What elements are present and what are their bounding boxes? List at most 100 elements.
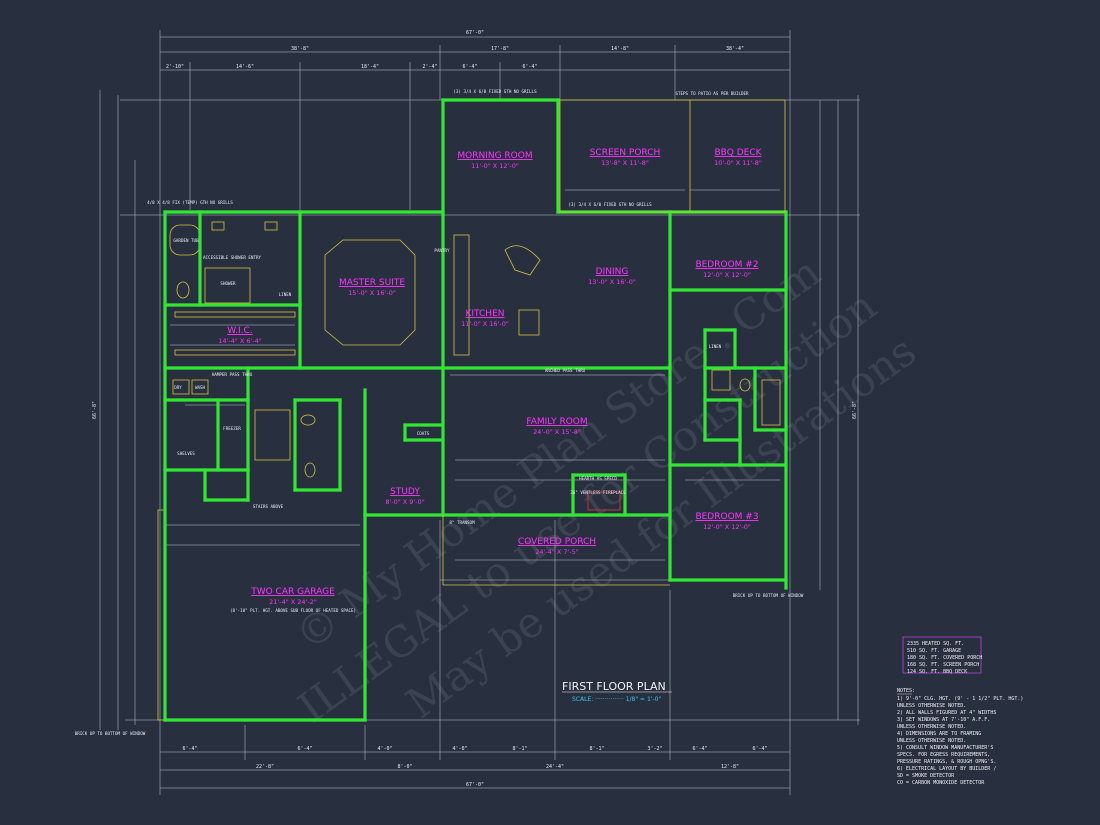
room-size-screen-porch: 13'-8" X 11'-8"	[601, 159, 649, 167]
dim-top-2a: 38'-8"	[291, 46, 309, 52]
tray-ceiling-outline	[324, 239, 416, 346]
label-transom: 8" TRANSOM	[449, 520, 475, 525]
half-bath-sink-icon	[300, 414, 316, 426]
room-name-kitchen: KITCHEN	[466, 309, 505, 319]
label-coats: COATS	[417, 431, 430, 436]
shower-icon	[204, 267, 251, 304]
room-name-dining: DINING	[596, 267, 629, 277]
label-brick-2: BRICK UP TO BOTTOM OF WINDOW	[733, 593, 804, 598]
note-line: UNLESS OTHERWISE NOTED.	[897, 724, 966, 730]
label-hamper: HAMPER PASS THRU	[212, 372, 253, 377]
room-size-bedroom2: 12'-0" X 12'-0"	[703, 271, 751, 279]
kitchen-island	[504, 245, 541, 276]
note-line: 6) ELECTRICAL LAYOUT BY BUILDER /	[897, 766, 996, 772]
dim-top-3b: 14'-6"	[236, 64, 254, 70]
dryer-icon	[172, 379, 190, 395]
label-shower: SHOWER	[220, 281, 236, 286]
room-name-wic: W.I.C.	[227, 326, 252, 336]
dim-bot-3c: 4'-0"	[377, 746, 392, 752]
dim-bot-3d: 4'-0"	[452, 746, 467, 752]
area-screen-porch: 168 SQ. FT. SCREEN PORCH	[907, 662, 979, 668]
label-accessible-shower: ACCESSIBLE SHOWER ENTRY	[203, 255, 261, 260]
room-size-bedroom3: 12'-0" X 12'-0"	[703, 523, 751, 531]
label-linen-2: LINEN	[709, 344, 722, 349]
note-line: CO = CARBON MONOXIDE DETECTOR	[897, 780, 985, 786]
notes-block: NOTES: 1) 9'-0" CLG. HGT. (9' - 1 1/2" P…	[897, 688, 1023, 786]
dim-top-2c: 14'-8"	[611, 46, 629, 52]
note-line: PRESSURE RATINGS, & ROUGH OPNG'S.	[897, 759, 996, 765]
room-size-garage: 21'-4" X 24'-2"	[269, 598, 317, 606]
note-line: UNLESS OTHERWISE NOTED.	[897, 738, 966, 744]
annotations: ACCESSIBLE SHOWER ENTRY SHOWER GARDEN TU…	[75, 89, 804, 736]
half-bath-toilet-icon	[304, 462, 316, 478]
note-line: SPECS. FOR EGRESS REQUIREMENTS,	[897, 752, 990, 758]
fireplace-icon	[587, 491, 621, 511]
plan-scale: SCALE: ··············· 1/8" = 1'-0"	[572, 696, 661, 703]
room-name-family: FAMILY ROOM	[526, 417, 587, 427]
room-size-kitchen: 11'-0" X 16'-0"	[461, 320, 509, 328]
room-name-covered-porch: COVERED PORCH	[518, 537, 596, 547]
toilet-icon	[176, 281, 190, 299]
area-table: 2335 HEATED SQ. FT. 510 SQ. FT. GARAGE 1…	[902, 636, 982, 675]
porch-outlines	[442, 99, 786, 586]
label-arched: ARCHED PASS THRU	[545, 368, 586, 373]
title-block: FIRST FLOOR PLAN SCALE: ··············· …	[562, 680, 672, 703]
room-size-family: 24'-0" X 15'-8"	[533, 428, 581, 436]
note-line: 1) 9'-0" CLG. HGT. (9' - 1 1/2" PLT. HGT…	[897, 696, 1023, 702]
room-size-study: 8'-0" X 9'-0"	[385, 498, 424, 506]
dim-top-3e: 6'-4"	[462, 64, 477, 70]
interior-guides	[165, 189, 780, 581]
bath2-tub-icon	[761, 379, 781, 426]
label-steps: STEPS TO PATIO AS PER BUILDER	[675, 91, 749, 96]
washer-icon	[191, 379, 209, 395]
room-name-study: STUDY	[390, 487, 420, 497]
bath2-toilet-icon	[739, 378, 751, 392]
label-shelves: SHELVES	[177, 451, 195, 456]
sink-icon-2	[264, 221, 278, 231]
fixtures	[157, 221, 781, 721]
note-line: 2) ALL WALLS FIGURED AT 4" WIDTHS	[897, 710, 996, 716]
label-hearth: HEARTH AS SPECD	[579, 476, 617, 481]
label-wash: WASH	[195, 385, 206, 390]
label-linen-master: LINEN	[279, 292, 292, 297]
note-line: SD = SMOKE DETECTOR	[897, 773, 955, 779]
note-line: UNLESS OTHERWISE NOTED.	[897, 703, 966, 709]
watermark-line-2: ILLEGAL to use for Construction	[289, 281, 885, 733]
area-covered-porch: 180 SQ. FT. COVERED PORCH	[907, 655, 982, 661]
dim-right-overall: 66'-8"	[852, 401, 858, 419]
wic-shelf-bottom	[174, 349, 296, 356]
label-fixed-1: (3) 3/4 X 6/0 FIXED GTH NO GRILLS	[453, 89, 537, 94]
screen-porch-outline	[559, 99, 786, 213]
dim-bot-3i: 6'-4"	[752, 746, 767, 752]
dim-bot-3g: 3'-2"	[647, 746, 662, 752]
room-name-morning: MORNING ROOM	[457, 151, 532, 161]
dim-bot-3b: 6'-4"	[297, 746, 312, 752]
area-heated: 2335 HEATED SQ. FT.	[907, 641, 964, 647]
bath2-sink-icon	[711, 369, 731, 391]
dim-bot-overall: 67'-0"	[466, 782, 484, 788]
room-name-garage: TWO CAR GARAGE	[250, 587, 335, 597]
dim-bot-2b: 8'-0"	[397, 764, 412, 770]
dim-top-3c: 18'-4"	[361, 64, 379, 70]
room-size-master: 15'-0" X 16'-0"	[348, 289, 396, 297]
room-name-screen-porch: SCREEN PORCH	[590, 148, 661, 158]
label-fireplace: 36" VENTLESS FIREPLACE	[570, 490, 626, 495]
dim-top-2b: 17'-8"	[491, 46, 509, 52]
room-name-master: MASTER SUITE	[339, 278, 405, 288]
dim-top-3a: 2'-10"	[166, 64, 184, 70]
dim-bot-3e: 8'-1"	[512, 746, 527, 752]
label-freezer: FREEZER	[223, 426, 241, 431]
label-garden-tub: GARDEN TUB	[173, 238, 199, 243]
wic-shelf-top	[174, 311, 296, 318]
sink-icon	[211, 221, 225, 231]
stairs-icon	[254, 409, 291, 461]
room-name-bedroom3: BEDROOM #3	[695, 512, 758, 522]
walls	[163, 98, 788, 722]
note-line: 3) SET WINDOWS AT 7'-10" A.F.F.	[897, 717, 990, 723]
notes-heading: NOTES:	[897, 688, 915, 694]
kitchen-sink-icon	[518, 309, 540, 336]
bottom-dimensions: 6'-4" 6'-4" 4'-0" 4'-0" 8'-1" 8'-1" 3'-2…	[182, 746, 767, 788]
label-dry: DRY	[174, 385, 182, 390]
label-brick-1: BRICK UP TO BOTTOM OF WINDOW	[75, 731, 146, 736]
